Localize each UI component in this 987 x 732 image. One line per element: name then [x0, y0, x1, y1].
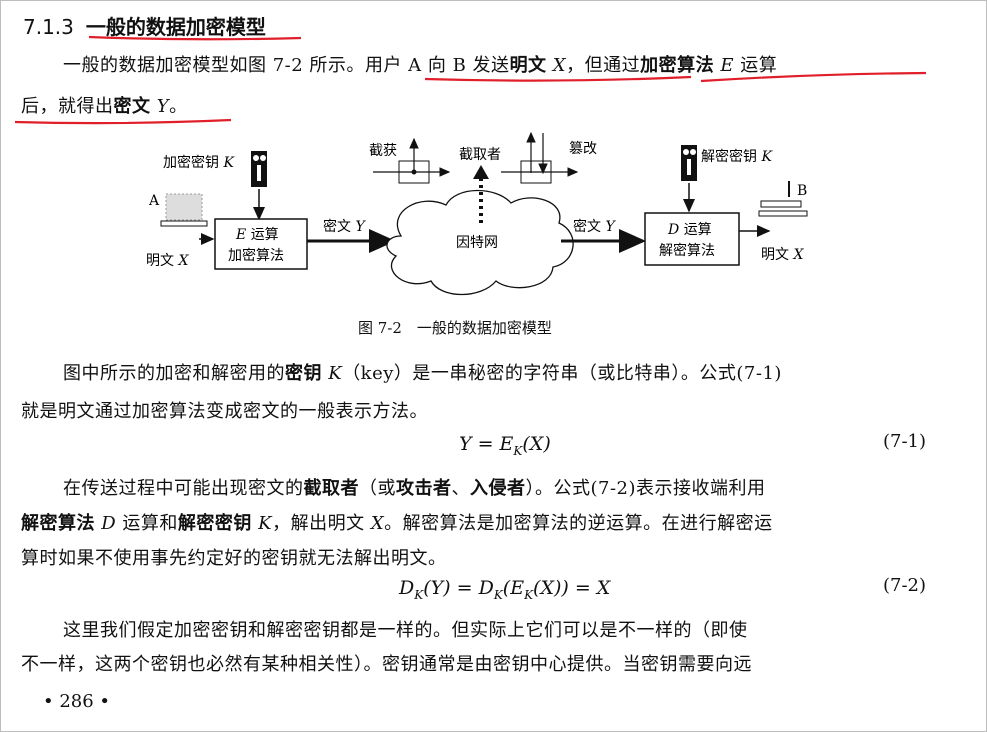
user-a-label: A	[148, 193, 160, 209]
page-number: • 286 •	[43, 691, 111, 712]
section-number: 7.1.3	[23, 15, 74, 39]
red-annotation-marks	[14, 35, 927, 125]
ciphertext-label-right: 密文 Y	[573, 218, 616, 235]
ciphertext-label-left: 密文 Y	[323, 218, 366, 235]
decryption-box	[644, 212, 740, 266]
tamper-label: 篡改	[569, 140, 597, 157]
section-heading: 7.1.3 一般的数据加密模型	[23, 11, 266, 40]
computer-a-icon	[160, 193, 208, 227]
sentence-underline-3	[14, 118, 232, 125]
plaintext-a-label: 明文 X	[146, 253, 189, 269]
para2-line1: 图中所示的加密和解密用的密钥 K（key）是一串秘密的字符串（或比特串）。公式(…	[63, 363, 782, 384]
equation-7-1-number: (7-1)	[883, 431, 927, 452]
section-title: 一般的数据加密模型	[85, 15, 266, 39]
enc-key-label: 加密密钥 K	[163, 154, 235, 171]
computer-b-icon	[758, 181, 808, 217]
dec-box-line2: 解密算法	[659, 242, 715, 259]
plaintext-b-label: 明文 X	[761, 247, 804, 263]
para4-line2: 不一样，这两个密钥也必然有某种相关性）。密钥通常是由密钥中心提供。当密钥需要向远	[21, 654, 752, 675]
heading-underline	[88, 35, 302, 41]
para1-line1: 一般的数据加密模型如图 7-2 所示。用户 A 向 B 发送明文 X，但通过加密…	[63, 55, 778, 76]
enc-box-line2: 加密算法	[228, 247, 284, 264]
dec-box-line1: D 运算	[667, 222, 712, 238]
enc-key-icon	[251, 151, 267, 187]
equation-7-2: DK(Y) = DK(EK(X)) = X	[399, 577, 611, 602]
figure-caption: 图 7-2 一般的数据加密模型	[358, 319, 552, 337]
internet-label: 因特网	[456, 235, 498, 251]
para4-line1: 这里我们假定加密密钥和解密密钥都是一样的。但实际上它们可以是不一样的（即使	[63, 620, 748, 641]
enc-box-line1: E 运算	[235, 227, 279, 243]
para2-line2: 就是明文通过加密算法变成密文的一般表示方法。	[21, 401, 428, 422]
para3-line2: 解密算法 D 运算和解密密钥 K，解出明文 X。解密算法是加密算法的逆运算。在进…	[21, 513, 773, 534]
para3-line3: 算时如果不使用事先约定好的密钥就无法解出明文。	[21, 548, 447, 569]
intercept-label: 截获	[369, 143, 397, 159]
para3-line1: 在传送过程中可能出现密文的截取者（或攻击者、入侵者）。公式(7-2)表示接收端利…	[63, 478, 766, 499]
interceptor-label: 截取者	[459, 147, 501, 163]
sentence-underline-2	[700, 71, 927, 83]
sentence-underline-1	[424, 75, 692, 82]
para1-line2: 后，就得出密文 Y。	[21, 96, 188, 117]
internet-cloud	[386, 189, 574, 296]
equation-7-1: Y = EK(X)	[459, 433, 551, 458]
encryption-model-figure: 加密密钥 K A 明文 X E 运算 加密算法 密文 Y 因特网 截取者 截获	[146, 131, 808, 296]
dec-key-label: 解密密钥 K	[701, 148, 773, 165]
user-b-label: B	[797, 183, 807, 199]
equation-7-2-number: (7-2)	[883, 575, 927, 596]
dec-key-icon	[681, 145, 697, 181]
encryption-box	[214, 218, 308, 270]
